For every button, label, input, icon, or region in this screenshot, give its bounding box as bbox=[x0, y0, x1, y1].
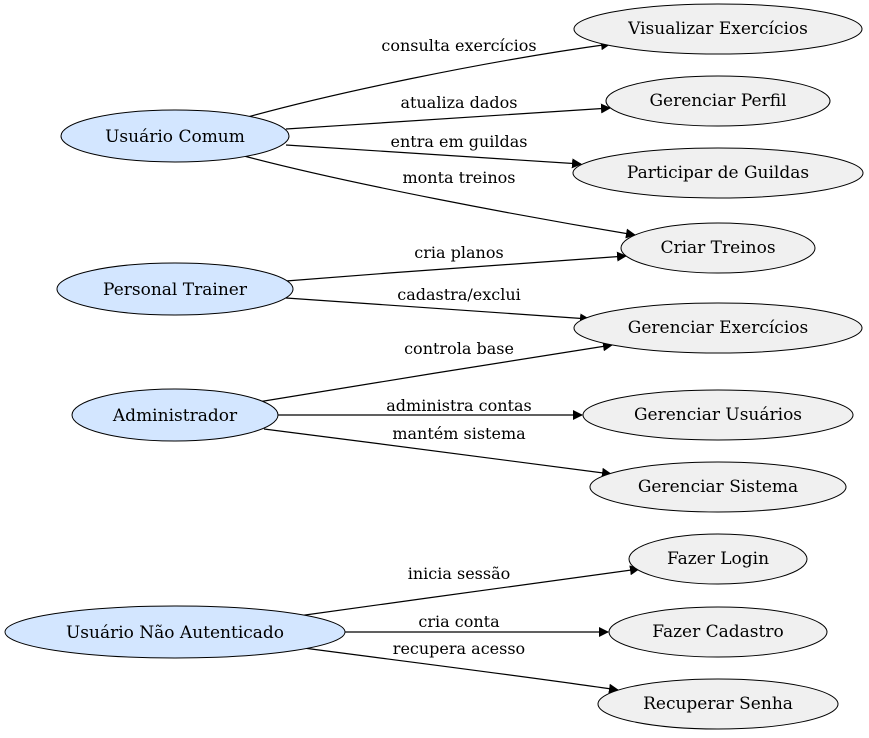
edge-label-controla-base: controla base bbox=[404, 339, 514, 358]
usecase-visualizar-exercicios: Visualizar Exercícios bbox=[573, 3, 863, 55]
edge-label-monta-treinos: monta treinos bbox=[403, 168, 516, 187]
edge-entra-em-guildas bbox=[285, 144, 582, 169]
usecase-fazer-login: Fazer Login bbox=[628, 533, 808, 585]
actors: Usuário Comum Personal Trainer Administr… bbox=[4, 109, 346, 659]
usecase-label-criar-treinos: Criar Treinos bbox=[660, 238, 775, 258]
usecase-label-gerenciar-perfil: Gerenciar Perfil bbox=[649, 91, 786, 111]
edge-label-cria-conta: cria conta bbox=[418, 612, 500, 631]
actor-usuario-nao-autenticado: Usuário Não Autenticado bbox=[4, 605, 346, 659]
actor-usuario-comum: Usuário Comum bbox=[60, 109, 290, 163]
edge-monta-treinos bbox=[243, 155, 636, 239]
edge-label-recupera-acesso: recupera acesso bbox=[393, 639, 525, 658]
edge-label-cadastra-exclui: cadastra/exclui bbox=[397, 285, 521, 304]
usecase-label-gerenciar-sistema: Gerenciar Sistema bbox=[638, 477, 798, 497]
usecase-gerenciar-perfil: Gerenciar Perfil bbox=[605, 75, 831, 127]
edge-label-administra-contas: administra contas bbox=[386, 396, 531, 415]
edge-inicia-sessao bbox=[297, 565, 640, 617]
usecase-gerenciar-exercicios: Gerenciar Exercícios bbox=[573, 302, 863, 354]
usecase-label-participar-guildas: Participar de Guildas bbox=[627, 163, 809, 183]
edge-controla-base bbox=[257, 341, 613, 403]
actor-label-personal-trainer: Personal Trainer bbox=[103, 280, 248, 300]
edge-mantem-sistema bbox=[263, 428, 612, 478]
usecase-fazer-cadastro: Fazer Cadastro bbox=[608, 606, 828, 658]
usecase-gerenciar-usuarios: Gerenciar Usuários bbox=[582, 389, 854, 441]
edge-label-cria-planos: cria planos bbox=[414, 243, 503, 262]
usecases: Visualizar Exercícios Gerenciar Perfil P… bbox=[572, 3, 864, 730]
edge-label-mantem-sistema: mantém sistema bbox=[392, 424, 526, 443]
edge-recupera-acesso bbox=[295, 646, 619, 694]
usecase-label-gerenciar-exercicios: Gerenciar Exercícios bbox=[628, 318, 808, 338]
actor-label-usuario-comum: Usuário Comum bbox=[105, 127, 245, 147]
edge-consulta-exercicios bbox=[243, 40, 611, 119]
edges bbox=[243, 40, 640, 694]
usecase-label-recuperar-senha: Recuperar Senha bbox=[643, 694, 793, 714]
edge-label-inicia-sessao: inicia sessão bbox=[408, 564, 511, 583]
actor-administrador: Administrador bbox=[71, 388, 279, 442]
usecase-label-visualizar-exercicios: Visualizar Exercícios bbox=[627, 19, 808, 39]
edge-cadastra-exclui bbox=[285, 297, 590, 324]
usecase-gerenciar-sistema: Gerenciar Sistema bbox=[589, 461, 847, 513]
usecase-label-gerenciar-usuarios: Gerenciar Usuários bbox=[634, 405, 802, 425]
edge-label-atualiza-dados: atualiza dados bbox=[401, 93, 518, 112]
usecase-participar-guildas: Participar de Guildas bbox=[572, 147, 864, 199]
actor-personal-trainer: Personal Trainer bbox=[56, 262, 294, 316]
actor-label-usuario-nao-autenticado: Usuário Não Autenticado bbox=[66, 623, 284, 643]
actor-label-administrador: Administrador bbox=[112, 406, 238, 426]
edge-atualiza-dados bbox=[285, 103, 611, 130]
usecase-label-fazer-cadastro: Fazer Cadastro bbox=[652, 622, 783, 642]
usecase-criar-treinos: Criar Treinos bbox=[620, 222, 816, 274]
usecase-recuperar-senha: Recuperar Senha bbox=[597, 678, 839, 730]
usecase-label-fazer-login: Fazer Login bbox=[667, 549, 769, 569]
edge-label-consulta-exercicios: consulta exercícios bbox=[381, 36, 536, 55]
edge-label-entra-em-guildas: entra em guildas bbox=[391, 132, 528, 151]
edge-cria-planos bbox=[285, 251, 627, 282]
edge-labels: consulta exercícios atualiza dados entra… bbox=[381, 36, 536, 658]
